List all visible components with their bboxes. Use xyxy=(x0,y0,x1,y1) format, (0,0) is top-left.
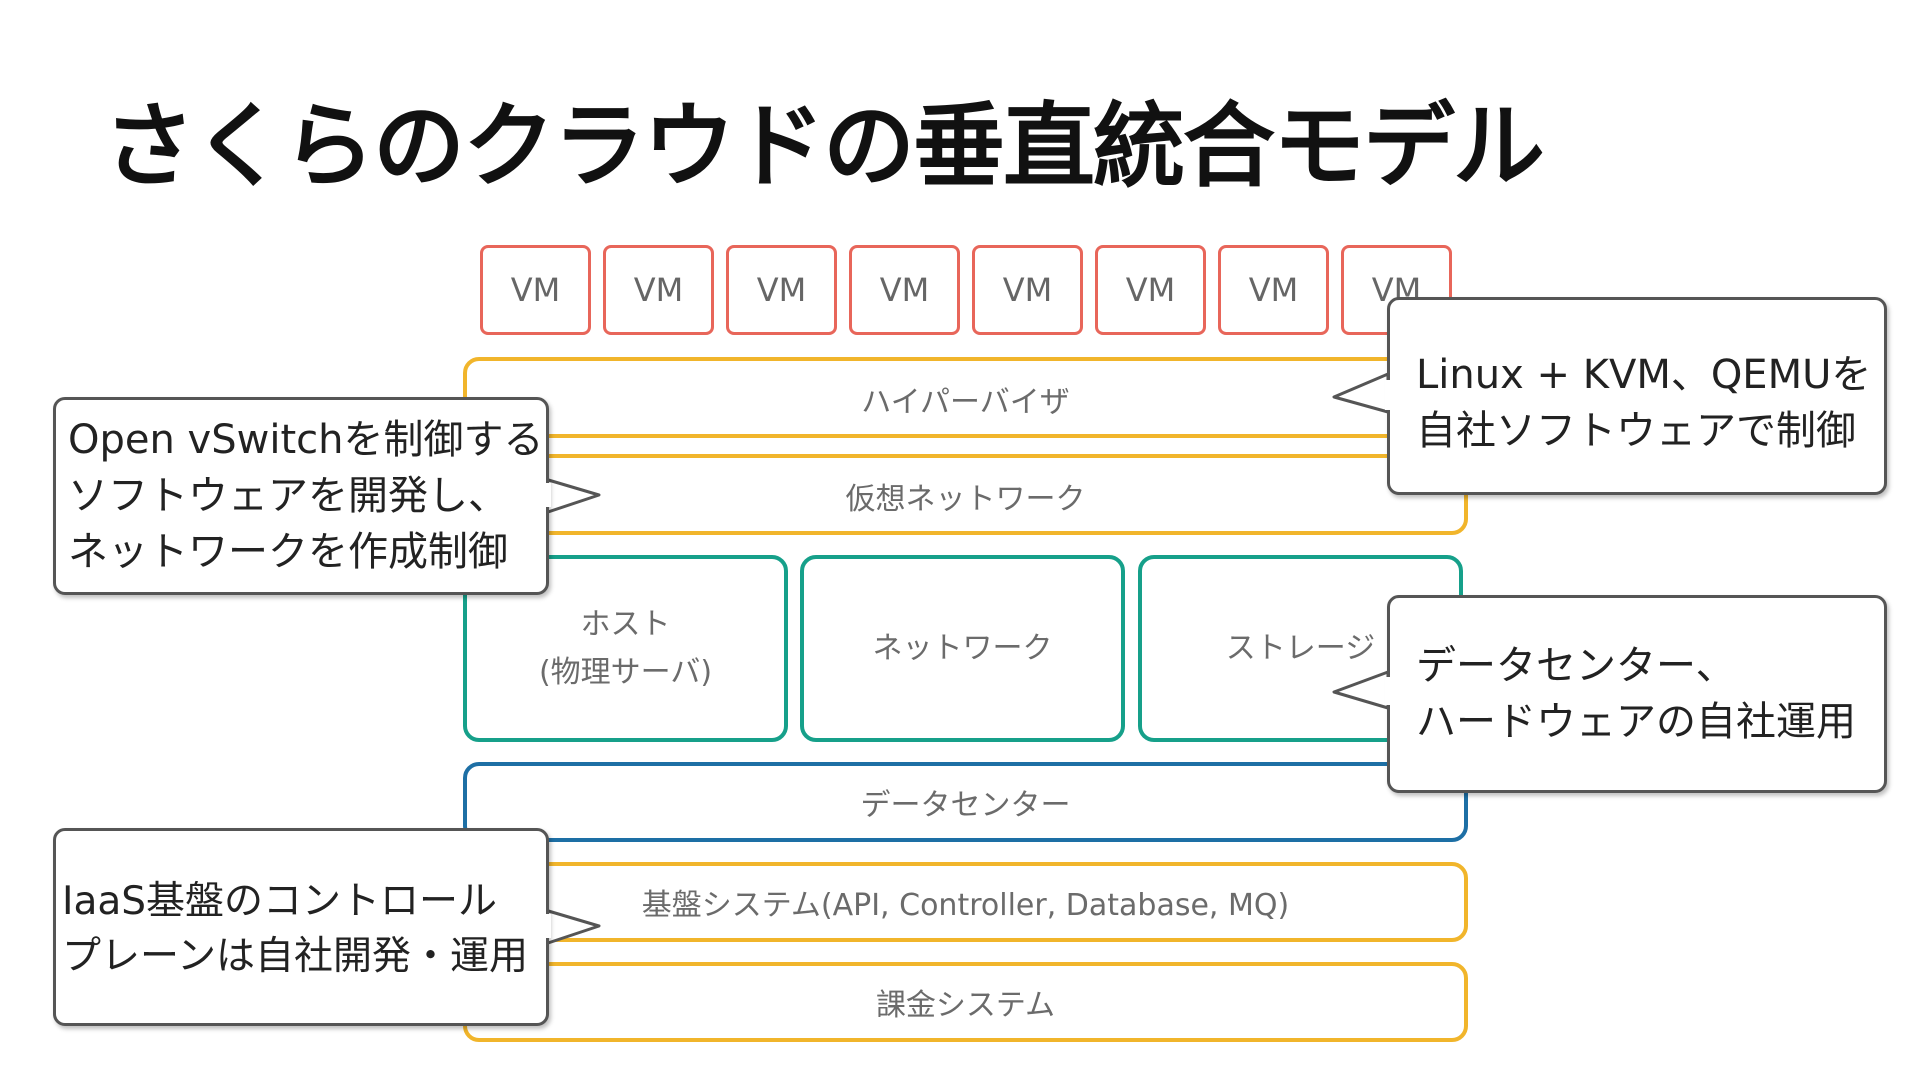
datacenter-box: データセンター xyxy=(463,762,1468,842)
callout-pointer xyxy=(1332,372,1390,414)
hypervisor-label: ハイパーバイザ xyxy=(861,384,1070,420)
callout-pointer xyxy=(543,477,601,515)
callout-text: Linux + KVM、QEMUを xyxy=(1416,352,1872,398)
hypervisor-network-block: ハイパーバイザ 仮想ネットワーク xyxy=(463,357,1468,535)
pointer-joint xyxy=(1385,677,1393,705)
callout-pointer xyxy=(1332,670,1390,710)
page-title: さくらのクラウドの垂直統合モデル xyxy=(103,93,1545,200)
vm-box: VM xyxy=(603,245,714,335)
callout-text: データセンター、 xyxy=(1416,643,1736,689)
callout-text: プレーンは自社開発・運用 xyxy=(62,933,529,979)
network-box: ネットワーク xyxy=(800,555,1125,742)
billing-system-box: 課金システム xyxy=(463,962,1468,1042)
callout-ovs: Open vSwitchを制御する ソフトウェアを開発し、 ネットワークを作成制… xyxy=(53,397,549,595)
callout-datacenter: データセンター、 ハードウェアの自社運用 xyxy=(1387,595,1887,793)
callout-kvm: Linux + KVM、QEMUを 自社ソフトウェアで制御 xyxy=(1387,297,1887,495)
vm-box: VM xyxy=(480,245,591,335)
callout-text: Open vSwitchを制御する xyxy=(68,417,544,463)
callout-text: 自社ソフトウェアで制御 xyxy=(1416,408,1856,454)
callout-text: IaaS基盤のコントロール xyxy=(62,879,498,924)
pointer-joint xyxy=(543,483,551,507)
divider xyxy=(467,434,1464,438)
host-sublabel: (物理サーバ) xyxy=(538,654,713,690)
virtual-network-label: 仮想ネットワーク xyxy=(845,481,1086,517)
callout-iaas: IaaS基盤のコントロール プレーンは自社開発・運用 xyxy=(53,828,549,1026)
vm-box: VM xyxy=(849,245,960,335)
vm-box: VM xyxy=(972,245,1083,335)
vm-box: VM xyxy=(1218,245,1329,335)
callout-text: ソフトウェアを開発し、 xyxy=(68,473,508,519)
callout-pointer xyxy=(543,908,601,946)
divider xyxy=(467,454,1464,458)
host-label: ホスト xyxy=(580,606,671,642)
pointer-joint xyxy=(543,914,551,938)
pointer-joint xyxy=(1385,380,1393,410)
vm-box: VM xyxy=(726,245,837,335)
callout-text: ネットワークを作成制御 xyxy=(68,529,508,575)
platform-system-box: 基盤システム(API, Controller, Database, MQ) xyxy=(463,862,1468,942)
vm-box: VM xyxy=(1095,245,1206,335)
callout-text: ハードウェアの自社運用 xyxy=(1416,699,1856,745)
